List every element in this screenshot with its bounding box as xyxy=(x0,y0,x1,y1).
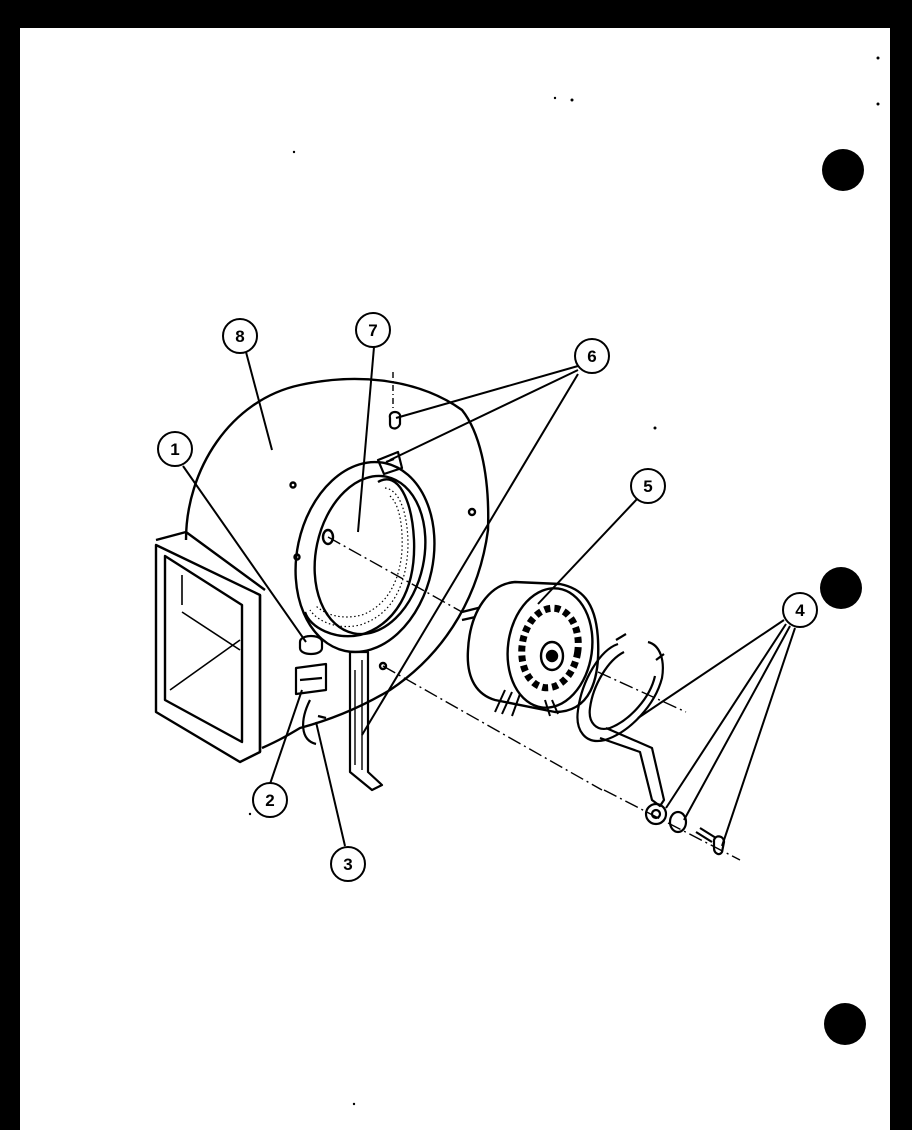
bolt xyxy=(695,827,717,843)
callout-6-label: 6 xyxy=(587,347,596,366)
punch-hole-bottom xyxy=(824,1003,866,1045)
center-lines xyxy=(327,536,741,861)
motor-leads xyxy=(494,689,559,717)
inlet-ring-inner xyxy=(313,474,427,636)
leader-6b xyxy=(389,369,579,461)
callout-2-label: 2 xyxy=(265,791,274,810)
leader-5 xyxy=(537,497,639,605)
housing-hole-left xyxy=(321,528,335,546)
housing-hole-lower xyxy=(378,661,388,671)
support-leg xyxy=(348,650,384,792)
callout-2: 2 xyxy=(252,782,288,818)
center-line-upper xyxy=(327,536,463,613)
leader-2 xyxy=(269,689,303,785)
washer-1 xyxy=(644,802,668,826)
callout-4-label: 4 xyxy=(795,601,805,620)
callout-5: 5 xyxy=(630,468,666,504)
punch-hole-top xyxy=(822,149,864,191)
callout-5-label: 5 xyxy=(643,477,652,496)
callout-7-label: 7 xyxy=(368,321,377,340)
clip-2 xyxy=(294,662,328,696)
band-ears xyxy=(615,633,665,661)
motor-band-assembly xyxy=(576,633,726,856)
bolt-head xyxy=(712,835,726,856)
callout-4: 4 xyxy=(782,592,818,628)
housing-hole-side xyxy=(293,553,301,561)
discharge-outer-frame xyxy=(154,543,262,764)
callout-1: 1 xyxy=(157,431,193,467)
callout-6: 6 xyxy=(574,338,610,374)
leader-4a xyxy=(637,619,785,719)
screw-6-top xyxy=(388,410,402,430)
blower-wheel xyxy=(303,478,416,638)
callout-8: 8 xyxy=(222,318,258,354)
scan-specks xyxy=(248,56,880,1106)
support-leg-inner xyxy=(354,660,363,770)
housing-hole-small xyxy=(289,481,297,489)
punch-holes xyxy=(820,149,866,1045)
leader-6a xyxy=(395,365,579,419)
wheel-rim xyxy=(303,478,416,638)
housing-scroll-outline xyxy=(184,377,490,750)
callout-1-label: 1 xyxy=(170,440,179,459)
motor-hub-center xyxy=(545,649,559,663)
center-line-lower-2 xyxy=(603,789,741,861)
motor-mount-parts xyxy=(294,372,404,792)
motor-end-ring xyxy=(518,604,582,692)
leader-4d xyxy=(721,627,796,847)
center-line-lower xyxy=(382,665,603,791)
callouts: 8 7 6 1 5 4 2 3 xyxy=(157,312,818,882)
callout-8-label: 8 xyxy=(235,327,244,346)
leader-8 xyxy=(245,351,273,451)
punch-hole-middle xyxy=(820,567,862,609)
motor-band-inner xyxy=(588,651,657,730)
leader-3 xyxy=(315,721,346,847)
discharge-interior-lines xyxy=(169,575,241,691)
leader-7 xyxy=(357,346,375,533)
center-line-upper-2 xyxy=(597,671,687,713)
blower-housing xyxy=(154,377,490,764)
motor xyxy=(461,580,600,717)
washer-2 xyxy=(668,810,688,834)
housing-hole-right xyxy=(467,507,477,517)
leader-1 xyxy=(182,465,307,643)
leader-6c xyxy=(361,373,579,736)
motor-hub xyxy=(539,640,565,672)
discharge-inner-opening xyxy=(163,554,244,744)
discharge-top-edge xyxy=(155,530,266,591)
leader-4b xyxy=(665,623,787,809)
mount-arm xyxy=(599,726,666,808)
clip-3 xyxy=(302,699,327,746)
leader-4c xyxy=(683,625,791,821)
callout-3: 3 xyxy=(330,846,366,882)
wheel-blades xyxy=(309,487,409,628)
callout-7: 7 xyxy=(355,312,391,348)
leader-lines xyxy=(182,346,796,847)
callout-3-label: 3 xyxy=(343,855,352,874)
inlet-ring-outer xyxy=(294,460,436,654)
